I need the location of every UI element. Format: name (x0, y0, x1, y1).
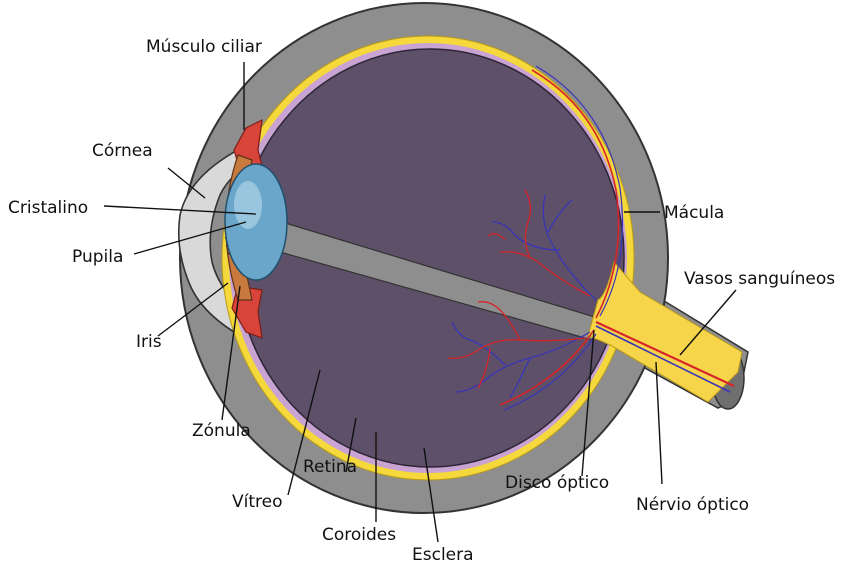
label-zonula: Zónula (192, 421, 251, 441)
label-iris: Iris (136, 332, 162, 352)
label-nervio-optico: Nérvio óptico (636, 495, 749, 515)
label-pupila: Pupila (72, 247, 123, 267)
label-musculo-ciliar: Músculo ciliar (146, 37, 262, 57)
label-retina: Retina (303, 457, 357, 477)
lens-highlight (234, 181, 262, 229)
label-disco-optico: Disco óptico (505, 473, 609, 493)
label-coroides: Coroides (322, 525, 396, 545)
label-vasos-sanguineos: Vasos sanguíneos (684, 269, 835, 289)
vitreous-body (236, 49, 624, 467)
label-macula: Mácula (664, 203, 724, 223)
label-vitreo: Vítreo (232, 492, 283, 512)
label-esclera: Esclera (412, 545, 474, 565)
label-cristalino: Cristalino (8, 198, 88, 218)
label-cornea: Córnea (92, 141, 153, 161)
